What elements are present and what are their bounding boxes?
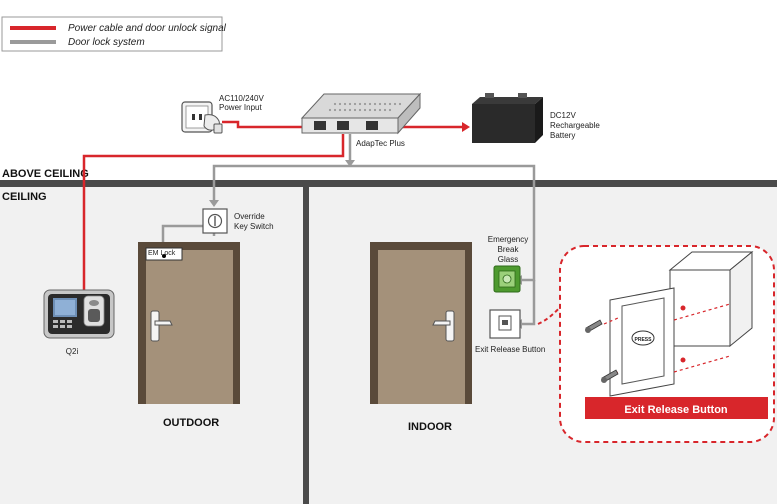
q2i-terminal-icon: [43, 289, 115, 339]
indoor-label: INDOOR: [408, 421, 452, 433]
adaptec-plus-icon: [300, 92, 422, 135]
q2i-label: Q2i: [66, 347, 79, 356]
ac-socket-icon: [181, 101, 223, 134]
legend-power-label: Power cable and door unlock signal: [68, 23, 227, 34]
indoor-door: [370, 242, 472, 404]
ac-input-label-1: AC110/240V: [219, 94, 264, 103]
battery-label-3: Battery: [550, 131, 575, 140]
outdoor-label: OUTDOOR: [163, 417, 219, 429]
em-lock-label: EM Lock: [148, 250, 176, 257]
em-lock-dot: [162, 254, 166, 258]
legend: Power cable and door unlock signal Door …: [1, 16, 227, 52]
callout-connector: [537, 299, 567, 325]
adaptec-label: AdapTec Plus: [356, 139, 405, 148]
callout-title-banner: [585, 397, 768, 419]
emergency-break-glass-icon: [493, 265, 521, 293]
battery-label-2: Rechargeable: [550, 121, 600, 130]
exit-release-callout: [559, 245, 775, 443]
emergency-label-2: Break: [498, 245, 520, 254]
exit-release-button-icon: [489, 309, 521, 339]
battery-label-1: DC12V: [550, 111, 576, 120]
ceiling-beam: [0, 180, 777, 187]
legend-lock-label: Door lock system: [68, 37, 145, 48]
door-lock-arrow-adaptec: [345, 160, 355, 167]
override-label-2: Key Switch: [234, 222, 274, 231]
outdoor-door: [138, 242, 240, 404]
ac-input-label-2: Power Input: [219, 103, 262, 112]
override-key-switch-icon: [202, 208, 228, 234]
screw-icon: [585, 319, 603, 333]
ceiling-label: CEILING: [2, 191, 47, 203]
legend-box: [1, 16, 223, 52]
override-label-1: Override: [234, 212, 265, 221]
divider-wall: [303, 187, 309, 504]
exit-release-label: Exit Release Button: [475, 345, 545, 354]
battery-icon: [472, 93, 543, 143]
press-label: PRESS: [635, 337, 653, 343]
emergency-label-1: Emergency: [488, 235, 528, 244]
callout-title: Exit Release Button: [624, 404, 728, 416]
emergency-label-3: Glass: [498, 255, 518, 264]
door-lock-arrow-override: [209, 200, 219, 207]
screw-icon-2: [601, 369, 619, 383]
above-ceiling-label: ABOVE CEILING: [2, 168, 89, 180]
power-arrow-battery: [462, 122, 470, 132]
